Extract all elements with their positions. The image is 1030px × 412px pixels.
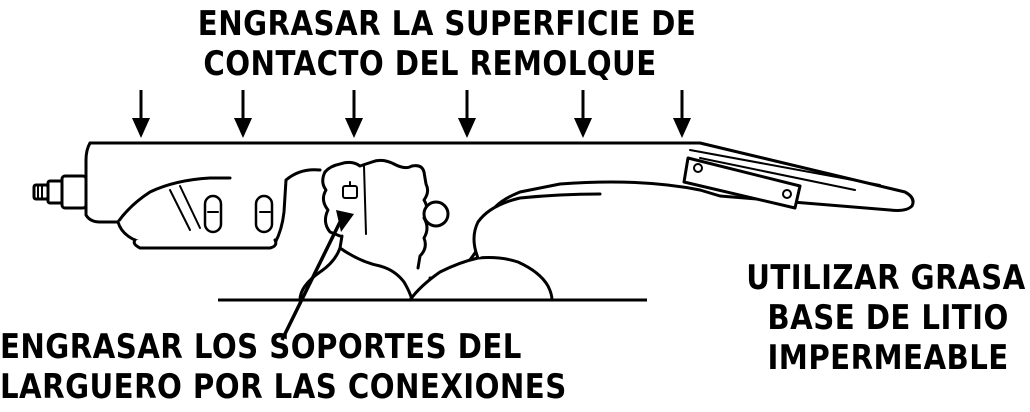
right-instruction-line-1: UTILIZAR GRASA A bbox=[746, 258, 1030, 298]
down-arrow-icon bbox=[234, 90, 252, 138]
down-arrow-icon bbox=[458, 90, 476, 138]
right-instruction-line-3: IMPERMEABLE bbox=[767, 338, 1009, 378]
right-instruction: UTILIZAR GRASA A BASE DE LITIO IMPERMEAB… bbox=[746, 258, 1030, 378]
down-arrow-icon bbox=[673, 90, 691, 138]
top-instruction-line-2: CONTACTO DEL REMOLQUE bbox=[203, 44, 657, 84]
bottom-instruction-line-2: LARGUERO POR LAS CONEXIONES bbox=[0, 367, 567, 407]
down-arrow-icon bbox=[574, 90, 592, 138]
grease-surface-arrows bbox=[132, 90, 691, 138]
grease-fitting-icon bbox=[32, 174, 88, 210]
top-instruction: ENGRASAR LA SUPERFICIE DE CONTACTO DEL R… bbox=[197, 4, 697, 84]
bottom-instruction: ENGRASAR LOS SOPORTES DEL LARGUERO POR L… bbox=[0, 327, 567, 407]
fitting-pointer-arrow bbox=[280, 210, 354, 341]
fifth-wheel-plate bbox=[32, 141, 915, 302]
down-arrow-icon bbox=[345, 90, 363, 138]
bottom-instruction-line-1: ENGRASAR LOS SOPORTES DEL bbox=[0, 327, 522, 367]
top-instruction-line-1: ENGRASAR LA SUPERFICIE DE bbox=[197, 4, 697, 44]
down-arrow-icon bbox=[132, 90, 150, 138]
right-instruction-line-2: BASE DE LITIO bbox=[767, 298, 1009, 338]
